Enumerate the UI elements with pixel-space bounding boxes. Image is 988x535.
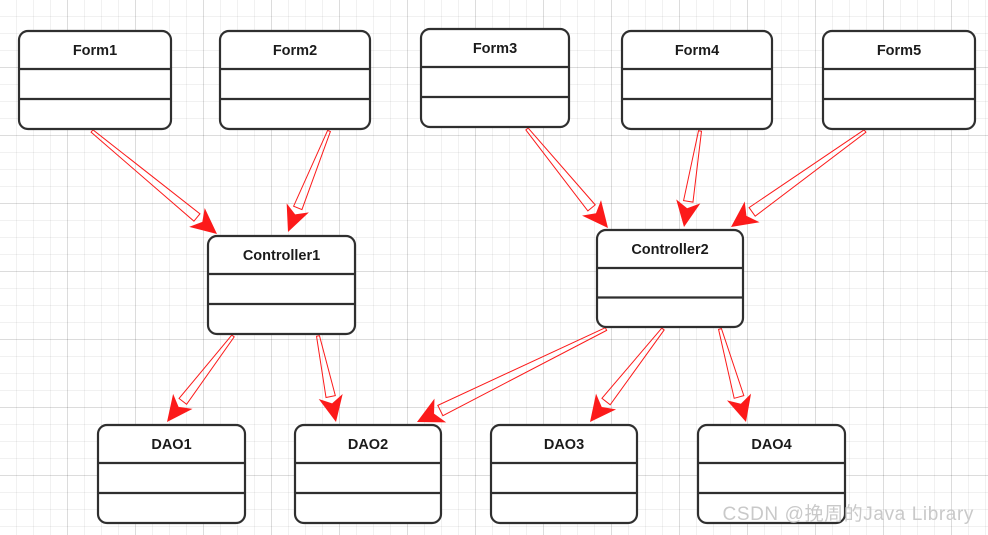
arrow-head [590, 393, 617, 422]
uml-class-name: DAO4 [751, 437, 791, 453]
arrow-head [676, 199, 701, 227]
uml-class-controller2[interactable]: Controller2 [595, 228, 745, 329]
arrow-shaft [437, 326, 608, 417]
uml-class-body [821, 29, 977, 131]
uml-class-name: Form3 [473, 41, 517, 57]
uml-class-form5[interactable]: Form5 [821, 29, 977, 131]
uml-class-body [206, 234, 357, 336]
uml-class-dao3[interactable]: DAO3 [489, 423, 639, 525]
arrow-head [318, 394, 343, 422]
uml-class-name: Form5 [877, 43, 921, 59]
arrow-shaft [717, 327, 745, 399]
arrow-shaft [90, 129, 201, 222]
uml-class-body [218, 29, 372, 131]
arrow-shaft [525, 127, 596, 212]
arrow-controller2-to-dao2[interactable] [417, 326, 608, 423]
uml-class-name: DAO1 [151, 437, 191, 453]
uml-class-form2[interactable]: Form2 [218, 29, 372, 131]
uml-class-name: Form4 [675, 43, 719, 59]
edges-layer [90, 127, 867, 423]
arrow-shaft [682, 130, 703, 203]
uml-class-body [293, 423, 443, 525]
arrow-shaft [315, 335, 336, 399]
uml-class-body [620, 29, 774, 131]
uml-class-body [595, 228, 745, 329]
arrow-controller2-to-dao3[interactable] [590, 327, 665, 422]
arrow-shaft [601, 327, 665, 406]
uml-class-controller1[interactable]: Controller1 [206, 234, 357, 336]
arrow-form5-to-controller2[interactable] [731, 129, 867, 227]
uml-class-name: Controller1 [243, 248, 320, 264]
csdn-watermark: CSDN @挽周的Java Library [722, 504, 974, 525]
uml-class-form1[interactable]: Form1 [17, 29, 173, 131]
arrow-head [189, 208, 217, 234]
arrow-head [726, 393, 752, 422]
uml-class-body [419, 27, 571, 129]
uml-class-dao1[interactable]: DAO1 [96, 423, 247, 525]
uml-class-name: Controller2 [631, 242, 708, 258]
arrow-controller1-to-dao1[interactable] [167, 334, 235, 422]
arrow-head [167, 393, 193, 422]
uml-class-body [696, 423, 847, 525]
arrow-shaft [748, 129, 867, 217]
arrow-head [286, 203, 309, 232]
arrow-form3-to-controller2[interactable] [525, 127, 608, 228]
arrow-shaft [292, 129, 332, 211]
uml-class-body [17, 29, 173, 131]
arrow-form2-to-controller1[interactable] [286, 129, 332, 232]
uml-class-form4[interactable]: Form4 [620, 29, 774, 131]
arrow-form1-to-controller1[interactable] [90, 129, 217, 234]
uml-class-body [489, 423, 639, 525]
arrow-shaft [178, 334, 235, 405]
arrow-head [582, 200, 608, 228]
arrow-form4-to-controller2[interactable] [676, 130, 703, 227]
uml-class-form3[interactable]: Form3 [419, 27, 571, 129]
uml-class-name: DAO3 [544, 437, 584, 453]
uml-class-name: Form1 [73, 43, 117, 59]
uml-class-body [96, 423, 247, 525]
uml-class-name: DAO2 [348, 437, 388, 453]
uml-class-dao2[interactable]: DAO2 [293, 423, 443, 525]
uml-class-name: Form2 [273, 43, 317, 59]
arrow-head [731, 201, 760, 227]
arrow-head [417, 398, 447, 423]
uml-class-dao4[interactable]: DAO4 [696, 423, 847, 525]
arrow-controller2-to-dao4[interactable] [717, 327, 752, 422]
arrow-controller1-to-dao2[interactable] [315, 335, 343, 422]
